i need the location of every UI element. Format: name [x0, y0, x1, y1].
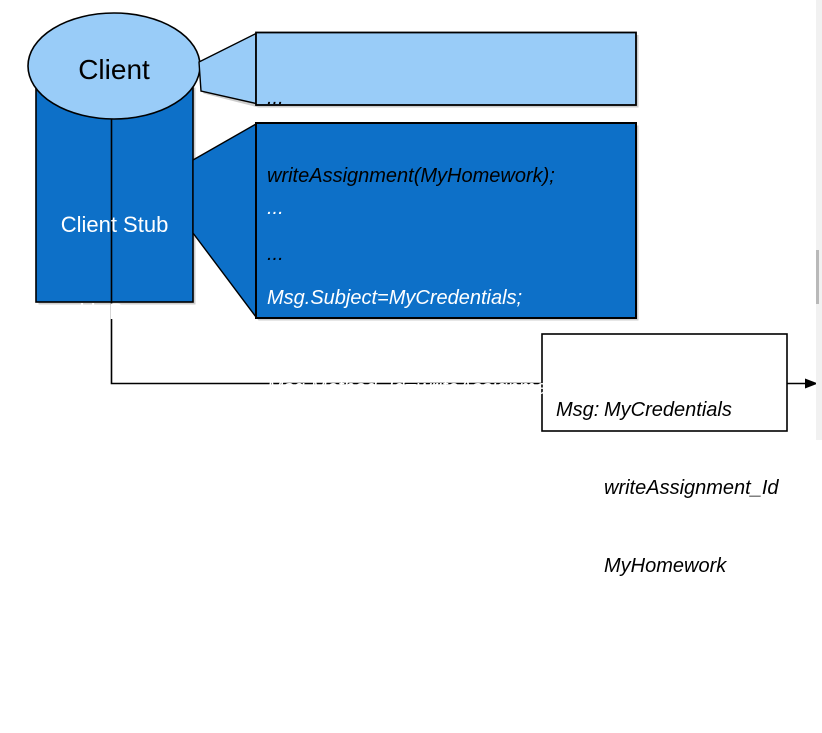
message-arrow-head: [805, 378, 818, 389]
diagram-shapes: [27, 12, 818, 432]
code-line: ...: [267, 243, 284, 265]
code-line: ...: [267, 647, 284, 669]
scrollbar[interactable]: [816, 0, 822, 440]
stub-code-text: ... Msg.Subject=MyCredentials; Msg.Metho…: [267, 133, 597, 733]
code-line: ...: [267, 87, 284, 109]
stub-label-line: PEP and PDP): [41, 473, 188, 498]
client-label: Client: [78, 54, 150, 85]
code-line: Msg.Subject=MyCredentials;: [267, 287, 523, 309]
code-line: Msg.Method_Id=writeAssignment_Id;: [267, 377, 597, 399]
app-code-callout: [198, 31, 637, 106]
code-line: ...: [267, 197, 284, 219]
code-line: Msg.Params= MyHomework;: [267, 467, 525, 489]
client-node: Client: [28, 18, 200, 122]
stub-label-line: (here without: [50, 386, 179, 411]
app-code-text: ... writeAssignment(MyHomework); ...: [267, 33, 555, 319]
message-label: Msg:: [556, 399, 600, 421]
stub-label-line: with Proxy: [63, 299, 166, 324]
message-box: [541, 333, 788, 432]
code-line: writeAssignment(MyHomework);: [267, 165, 555, 187]
message-value: MyHomework: [604, 555, 727, 577]
client-stub-label: Client Stub with Proxy (here without PEP…: [36, 152, 193, 558]
stub-code-callout: [192, 122, 637, 320]
message-value: writeAssignment_Id: [604, 477, 779, 499]
scrollbar-thumb[interactable]: [816, 250, 819, 304]
diagram-canvas: Client Client Stub with Proxy (here with…: [27, 0, 822, 577]
code-line: send(Server, Msg);: [267, 557, 436, 579]
message-value: MyCredentials: [604, 399, 732, 421]
message-box-text: Msg: MyCredentials writeAssignment_Id My…: [556, 345, 779, 631]
stub-label-line: Client Stub: [60, 212, 169, 237]
